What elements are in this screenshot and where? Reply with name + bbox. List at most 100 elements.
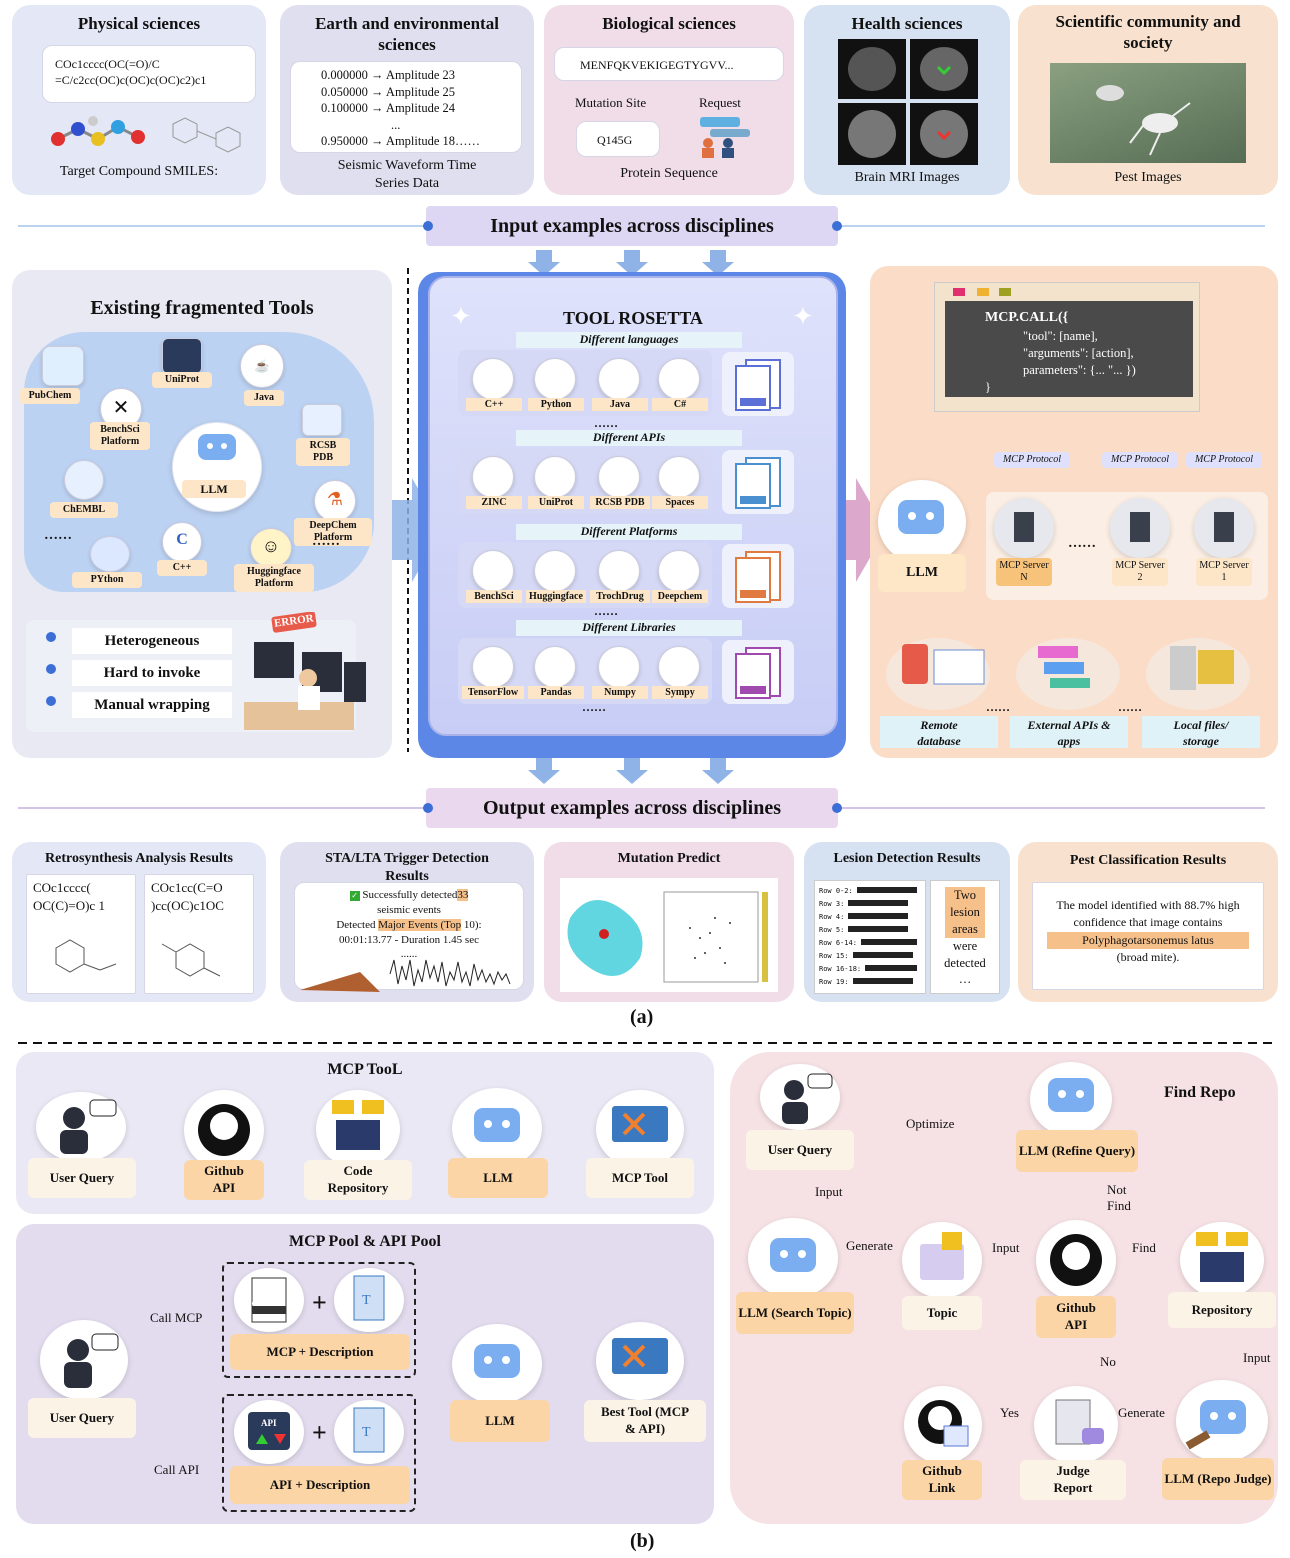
row-label: Row 6-14: bbox=[819, 939, 857, 947]
tool-label: RCSB PDB bbox=[296, 438, 350, 466]
card-title: Lesion Detection Results bbox=[833, 851, 981, 866]
result-text: Detected bbox=[336, 918, 376, 931]
card-caption: Target Compound SMILES: bbox=[59, 164, 219, 179]
row-item: Huggingface bbox=[526, 590, 586, 603]
topic-icon bbox=[902, 1222, 982, 1298]
resource-label: Local files/ storage bbox=[1142, 716, 1260, 748]
row-label: Different languages bbox=[516, 332, 742, 348]
robot-icon bbox=[198, 434, 236, 460]
tool-label: ChEMBL bbox=[50, 502, 118, 518]
waveform-line: 0.950000 → Amplitude 18…… bbox=[321, 134, 481, 148]
api-icon-text: API bbox=[261, 1418, 277, 1428]
step-label: Code Repository bbox=[304, 1160, 412, 1200]
row-item: BenchSci bbox=[466, 590, 522, 603]
result-text: 00:01:13.77 - Duration 1.45 sec bbox=[339, 933, 479, 946]
request-label: Request bbox=[699, 95, 741, 110]
api-desc-label: API + Description bbox=[230, 1466, 410, 1504]
row-item: ZINC bbox=[466, 496, 522, 509]
generate-label: Generate bbox=[1118, 1405, 1165, 1420]
sparkle-icon: ✦ bbox=[792, 302, 814, 331]
plus-sign: + bbox=[312, 1418, 327, 1447]
banner-dot bbox=[423, 221, 433, 231]
banner-dot bbox=[832, 803, 842, 813]
code-line: } bbox=[985, 379, 991, 394]
row-item: Spaces bbox=[652, 496, 708, 509]
tool-label: C++ bbox=[157, 560, 207, 576]
result-dots: ...... bbox=[400, 948, 418, 961]
pin-icon bbox=[46, 632, 56, 642]
waveform-line: ... bbox=[391, 117, 401, 132]
pubchem-icon bbox=[42, 346, 84, 386]
cpp-icon bbox=[472, 358, 514, 400]
tool-label: DeepChem Platform bbox=[294, 518, 372, 546]
pest-text: (broad mite). bbox=[1116, 950, 1180, 965]
mcp-tool-title: MCP TooL bbox=[327, 1061, 403, 1078]
banner-dot bbox=[832, 221, 842, 231]
call-mcp-label: Call MCP bbox=[150, 1310, 203, 1325]
lesion-row: Row 19: bbox=[819, 976, 921, 989]
problem-item: Hard to invoke bbox=[72, 660, 232, 686]
tool-label: UniProt bbox=[152, 372, 212, 388]
llm-robot-icon bbox=[748, 1218, 838, 1298]
llm-robot-icon bbox=[452, 1088, 542, 1168]
output-card-retrosynthesis: Retrosynthesis Analysis Results COc1cccc… bbox=[12, 842, 266, 1002]
mutation-plot bbox=[560, 878, 778, 992]
github-api-label: Github API bbox=[1036, 1296, 1116, 1338]
banner-dot bbox=[423, 803, 433, 813]
card-caption: Seismic Waveform Time Series Data bbox=[337, 158, 477, 192]
card-caption: Brain MRI Images bbox=[854, 170, 960, 185]
mcp-tool-icon bbox=[596, 1090, 684, 1168]
svg-text:T: T bbox=[362, 1425, 371, 1440]
mcp-doc-icon bbox=[722, 352, 794, 416]
card-title: Pest Classification Results bbox=[1069, 853, 1227, 868]
github-icon bbox=[184, 1090, 264, 1170]
best-tool-label: Best Tool (MCP & API) bbox=[584, 1400, 706, 1442]
csharp-icon bbox=[658, 358, 700, 400]
numpy-icon bbox=[598, 646, 640, 688]
mutation-site-label: Mutation Site bbox=[575, 95, 647, 110]
output-banner: Output examples across disciplines bbox=[426, 788, 838, 828]
resource-dots: …… bbox=[986, 700, 1010, 714]
judge-report-icon bbox=[1034, 1386, 1118, 1464]
optimize-label: Optimize bbox=[906, 1116, 955, 1131]
code-line: "arguments": [action], bbox=[1023, 345, 1134, 360]
window-dot bbox=[977, 288, 989, 296]
smiles-result: COc1cc(C=O )cc(OC)c1OC bbox=[144, 874, 254, 994]
uniprot-api-icon bbox=[534, 456, 576, 498]
lesion-rows: Row 0-2: Row 3: Row 4: Row 5: Row 6-14: … bbox=[814, 880, 926, 994]
generate-label: Generate bbox=[846, 1238, 893, 1253]
lesion-summary: Two lesion areas were detected … bbox=[930, 880, 1000, 994]
server-dots: …… bbox=[1068, 536, 1096, 551]
java-icon bbox=[598, 358, 640, 400]
more-tools-dots: …… bbox=[312, 534, 340, 549]
lesion-row: Row 3: bbox=[819, 898, 921, 911]
repo-judge-label: LLM (Repo Judge) bbox=[1162, 1458, 1274, 1500]
output-card-pest: Pest Classification Results The model id… bbox=[1018, 842, 1278, 1002]
card-title: Biological sciences bbox=[602, 14, 736, 33]
user-query-icon bbox=[36, 1092, 126, 1162]
output-card-lesion: Lesion Detection Results Row 0-2: Row 3:… bbox=[804, 842, 1010, 1002]
row-item: Python bbox=[528, 398, 584, 411]
row-item: Deepchem bbox=[652, 590, 708, 603]
result-highlight: Major Events (Top bbox=[378, 918, 462, 931]
result-count: 33 bbox=[457, 889, 469, 901]
server-icon bbox=[1194, 498, 1254, 558]
user-query-label: User Query bbox=[28, 1398, 136, 1438]
lesion-highlight: Two lesion areas bbox=[945, 887, 985, 938]
step-label: LLM bbox=[448, 1158, 548, 1198]
lesion-text: were detected bbox=[944, 938, 986, 970]
code-line: "tool": [name], bbox=[1023, 328, 1098, 343]
row-label: Row 19: bbox=[819, 978, 849, 986]
lesion-row: Row 16-18: bbox=[819, 963, 921, 976]
mcp-desc-group bbox=[222, 1262, 416, 1378]
window-dot bbox=[953, 288, 965, 296]
pool-title: MCP Pool & API Pool bbox=[289, 1233, 441, 1250]
frustrated-developer-illustration bbox=[244, 612, 366, 730]
waveform-line: 0.050000 → Amplitude 25 bbox=[321, 84, 456, 99]
input-card-society: Scientific community and society Pest Im… bbox=[1018, 5, 1278, 195]
tensorflow-icon bbox=[472, 646, 514, 688]
github-link-icon bbox=[904, 1386, 982, 1464]
server-label: MCP Server 1 bbox=[1196, 558, 1252, 586]
sympy-icon bbox=[658, 646, 700, 688]
resource-illustrations bbox=[886, 638, 1250, 710]
